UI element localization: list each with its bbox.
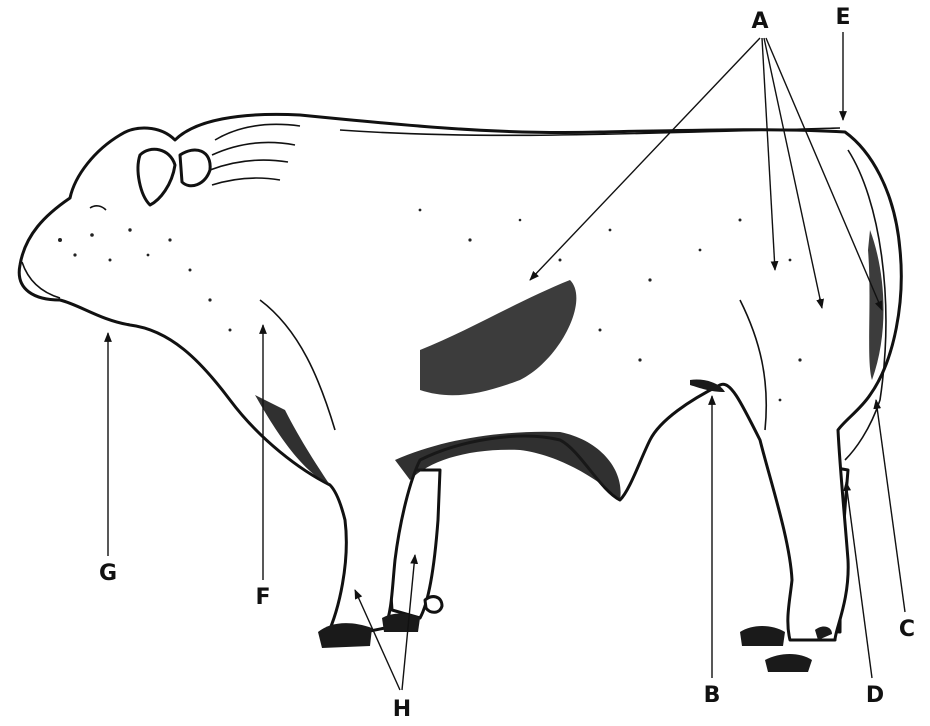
arrow-d: [846, 482, 872, 678]
hind-hoof-near: [740, 626, 785, 646]
front-hoof-near: [318, 623, 372, 648]
hind-hoof-far: [765, 654, 812, 672]
label-a: A: [751, 9, 768, 34]
label-e: E: [835, 5, 850, 30]
horn-curl: [180, 150, 210, 186]
dewclaw-front: [425, 597, 442, 613]
bull-illustration: [19, 114, 901, 672]
front-hoof-far: [382, 614, 420, 633]
label-d: D: [866, 683, 884, 708]
label-c: C: [899, 617, 915, 642]
arrow-c: [876, 400, 905, 612]
label-g: G: [99, 561, 117, 586]
label-b: B: [704, 683, 721, 708]
label-h: H: [393, 697, 411, 722]
label-f: F: [255, 585, 270, 610]
